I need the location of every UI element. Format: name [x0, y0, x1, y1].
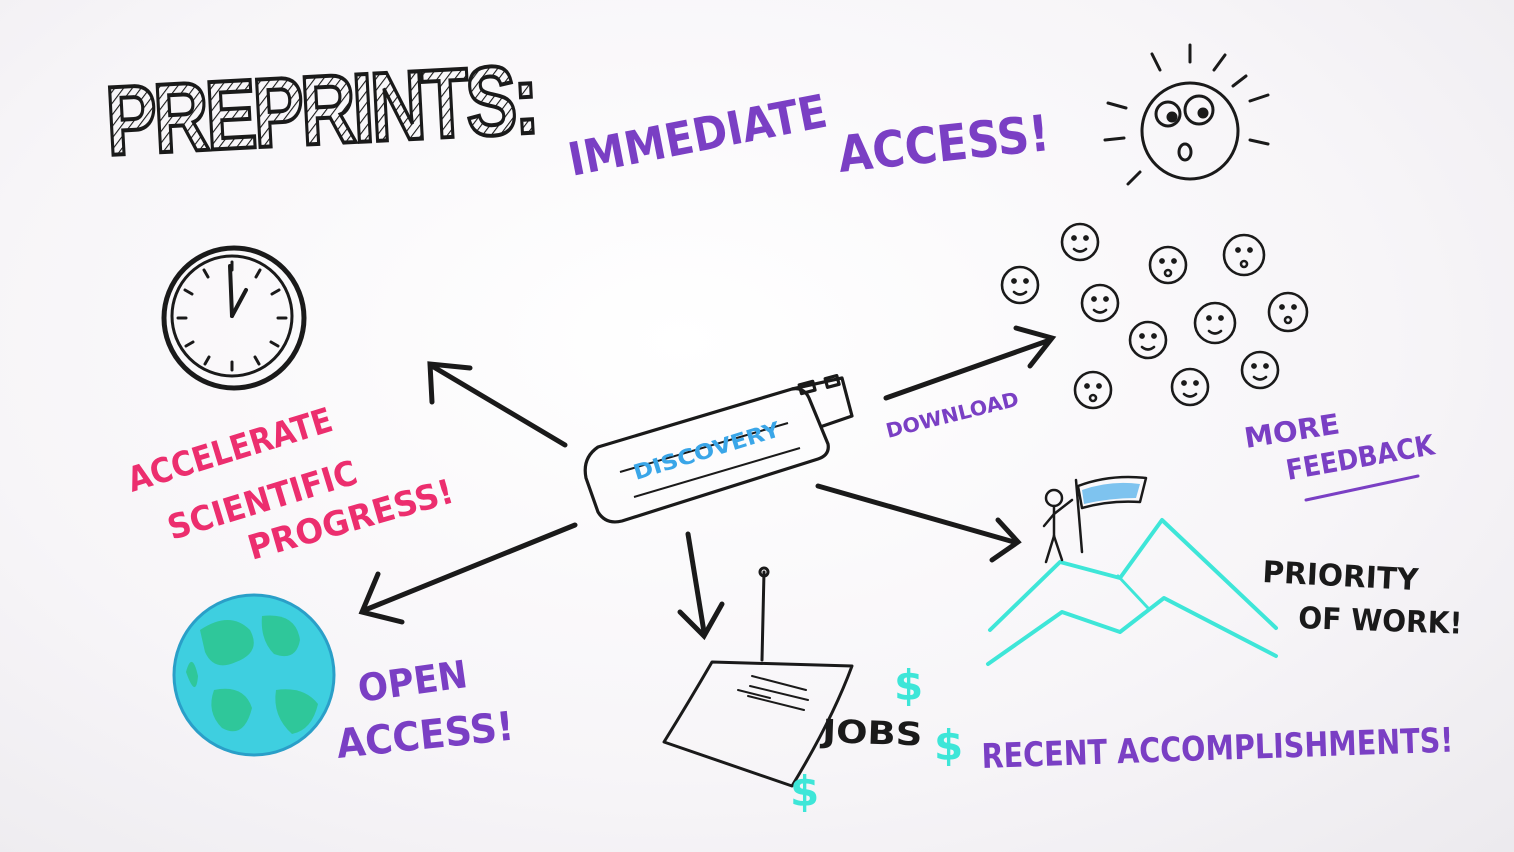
dollar-icon: $ [790, 767, 819, 816]
face-icon [1128, 320, 1168, 360]
face-icon [1060, 222, 1100, 262]
face-icon [1080, 283, 1120, 323]
face-icon [1000, 265, 1040, 305]
face-icon [1222, 233, 1266, 277]
open-access-line1: OPEN [355, 652, 470, 711]
title-preprints: PREPRINTS: [103, 44, 538, 176]
subtitle-access: ACCESS! [835, 104, 1052, 184]
face-icon [1073, 370, 1113, 410]
arrow-to-priority [815, 483, 1022, 563]
usb-drive-icon [583, 373, 854, 524]
open-access-label: OPEN ACCESS! [334, 652, 516, 768]
face-icon [1170, 367, 1210, 407]
face-icon [1148, 245, 1188, 285]
accelerate-label: ACCELERATE SCIENTIFIC PROGRESS! [123, 400, 458, 568]
faces-crowd-icon [1000, 222, 1309, 410]
dollar-icon: $ [894, 661, 923, 710]
open-access-line2: ACCESS! [334, 704, 516, 768]
priority-line2: OF WORK! [1298, 601, 1463, 642]
feedback-underline [1304, 474, 1420, 502]
arrow-to-accelerate [427, 361, 568, 448]
face-icon [1267, 291, 1309, 333]
face-icon [1240, 350, 1280, 390]
priority-line1: PRIORITY [1262, 555, 1421, 598]
globe-icon [172, 593, 336, 757]
subtitle-immediate: IMMEDIATE [564, 84, 831, 187]
priority-label: PRIORITY OF WORK! [1262, 555, 1463, 642]
feedback-label: MORE FEEDBACK [1242, 407, 1438, 502]
mountain-flag-icon [986, 475, 1278, 666]
arrow-download [883, 325, 1057, 401]
dollar-icon: $ [934, 721, 963, 770]
arrow-to-jobs [677, 531, 725, 641]
surprised-sun-icon [1103, 43, 1270, 186]
recent-accomplishments-label: RECENT ACCOMPLISHMENTS! [981, 721, 1454, 777]
clock-icon [161, 245, 307, 391]
face-icon [1193, 301, 1237, 345]
jobs-label: JOBS [819, 712, 923, 754]
download-edge-label: DOWNLOAD [883, 387, 1021, 443]
signed-document-icon [662, 566, 854, 788]
arrow-to-open-access [358, 522, 578, 625]
dollar-signs: $ $ $ [790, 661, 963, 816]
